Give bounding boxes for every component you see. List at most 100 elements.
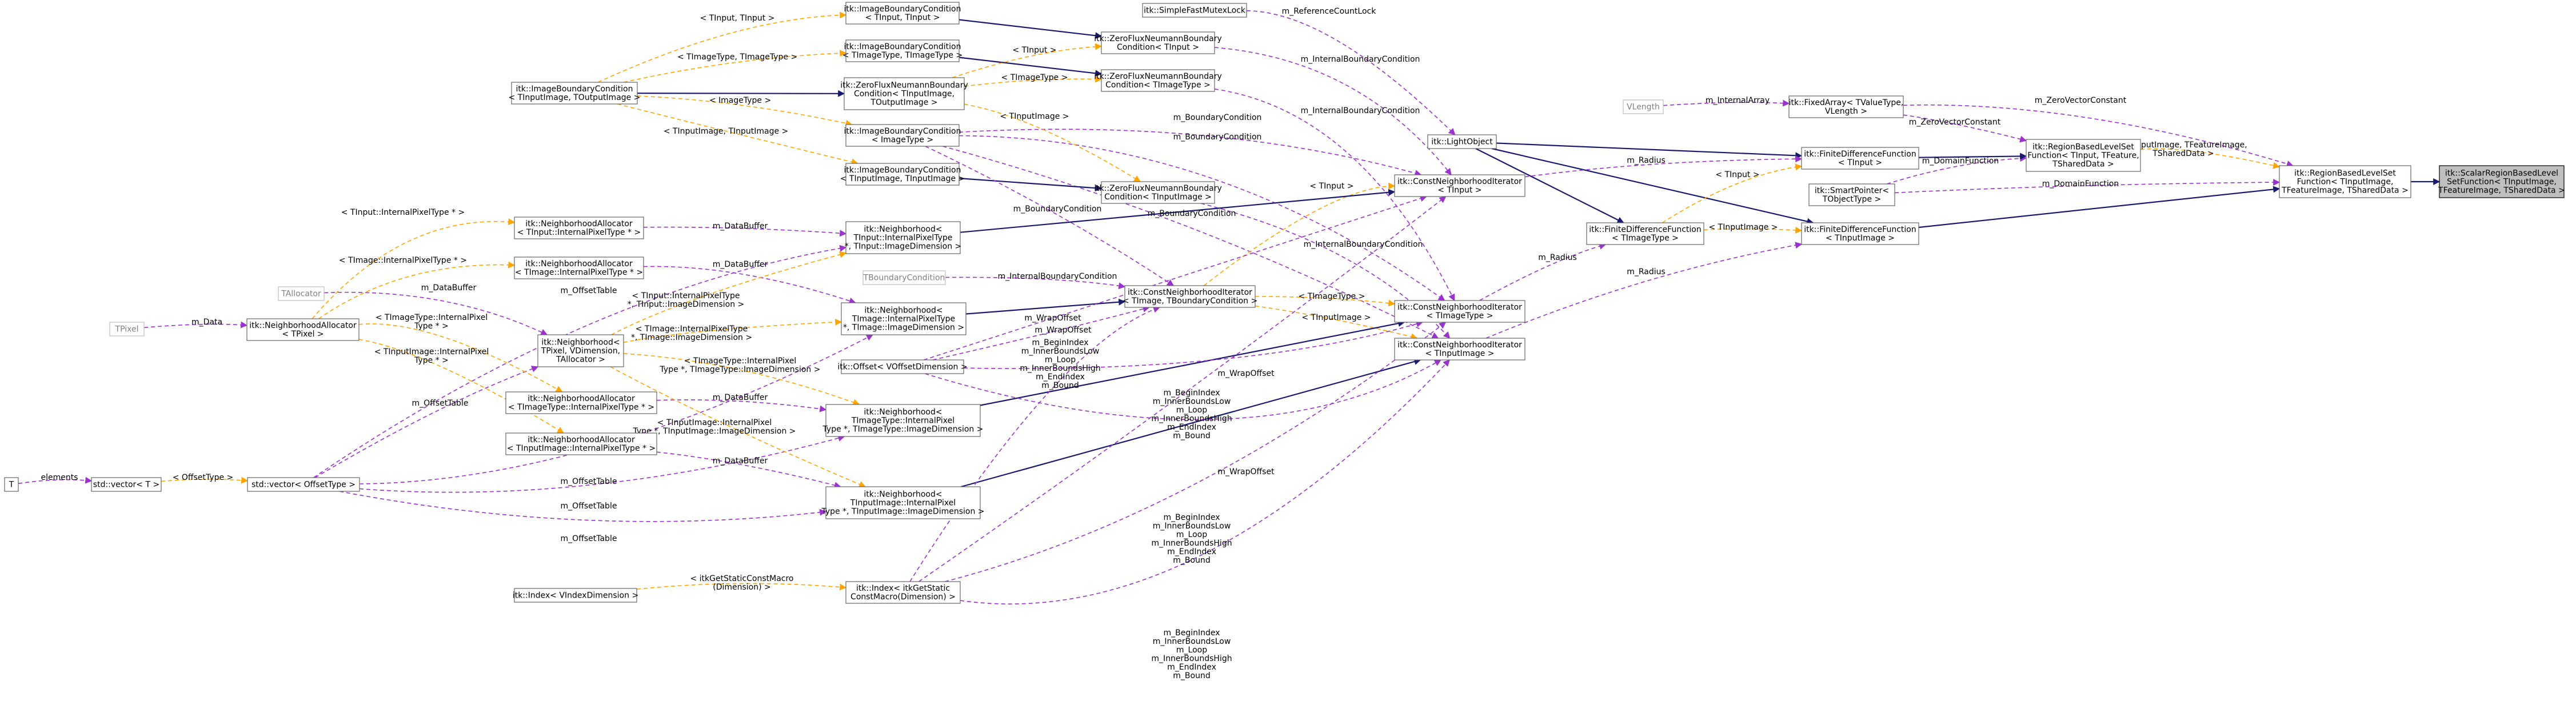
- class-node-box-mutex[interactable]: [1142, 3, 1247, 18]
- edge-inherit-nbh_img-to-cni_tpl: [965, 298, 1126, 315]
- class-node-ibc_tpl[interactable]: itk::ImageBoundaryCondition< TInputImage…: [509, 82, 641, 105]
- edge-member-ibc3-to-cni_img: [942, 146, 1439, 339]
- edge-label-vlength-to-fixedarray: m_InternalArray: [1706, 96, 1770, 105]
- class-node-box-ibc_tpl[interactable]: [511, 82, 638, 105]
- class-node-fdf_in[interactable]: itk::FiniteDifferenceFunction< TInput >: [1801, 147, 1919, 170]
- class-node-box-vlength[interactable]: [1623, 99, 1664, 114]
- class-node-box-ibc3[interactable]: [845, 124, 960, 147]
- class-node-box-fdf_in[interactable]: [1801, 147, 1919, 170]
- class-node-box-zfn1[interactable]: [1101, 31, 1215, 54]
- class-node-smartptr[interactable]: itk::SmartPointer<TObjectType >: [1808, 183, 1895, 206]
- class-node-box-t[interactable]: [4, 477, 19, 492]
- class-node-vec_t[interactable]: std::vector< T >: [91, 477, 162, 492]
- class-node-box-na_inimg[interactable]: [505, 432, 657, 455]
- class-node-box-vec_t[interactable]: [91, 477, 162, 492]
- class-node-box-offset[interactable]: [841, 359, 964, 374]
- class-node-ibc4[interactable]: itk::ImageBoundaryCondition< TInputImage…: [840, 163, 965, 186]
- class-node-box-ibc4[interactable]: [845, 163, 960, 186]
- edge-label-ibc_tpl-to-ibc4: < TInputImage, TInputImage >: [664, 127, 789, 136]
- class-node-offset[interactable]: itk::Offset< VOffsetDimension >: [837, 359, 968, 374]
- class-node-box-zfn_tpl[interactable]: [844, 77, 965, 110]
- class-node-box-tbc[interactable]: [862, 270, 946, 285]
- edge-label-ibc_tpl-to-ibc1: < TInput, TInput >: [700, 14, 775, 23]
- class-node-cni_tpl[interactable]: itk::ConstNeighborhoodIterator< TImage, …: [1123, 285, 1257, 308]
- class-node-ibc3[interactable]: itk::ImageBoundaryCondition< ImageType >: [844, 124, 961, 147]
- class-node-box-zfn2[interactable]: [1101, 69, 1215, 92]
- edge-member-vlength-to-fixedarray: [1663, 99, 1790, 107]
- class-node-box-ibc1[interactable]: [845, 2, 960, 25]
- class-node-cni_in[interactable]: itk::ConstNeighborhoodIterator< TInput >: [1394, 174, 1525, 197]
- class-node-box-na_type[interactable]: [505, 391, 657, 414]
- class-node-box-na_in[interactable]: [514, 217, 644, 239]
- class-node-box-fdf_img[interactable]: [1801, 222, 1919, 245]
- edge-template-ibc_tpl-to-ibc3: [637, 95, 853, 127]
- edge-label-mutex-to-lightobj: m_ReferenceCountLock: [1282, 7, 1377, 16]
- class-node-box-nbh_tpl[interactable]: [537, 334, 624, 367]
- class-node-box-nbh_type[interactable]: [825, 404, 981, 437]
- class-node-box-na_img[interactable]: [514, 257, 644, 279]
- class-node-index_tpl[interactable]: itk::Index< VIndexDimension >: [513, 588, 638, 603]
- class-node-ibc1[interactable]: itk::ImageBoundaryCondition< TInput, TIn…: [844, 2, 961, 25]
- class-node-box-cni_type[interactable]: [1394, 300, 1525, 323]
- class-node-box-lightobj[interactable]: [1427, 134, 1497, 149]
- class-node-na_inimg[interactable]: itk::NeighborhoodAllocator< TInputImage:…: [505, 432, 657, 455]
- class-node-box-index_get[interactable]: [845, 581, 961, 604]
- class-node-nbh_img[interactable]: itk::Neighborhood<TImage::InternalPixelT…: [841, 302, 967, 335]
- class-node-box-nbh_img[interactable]: [841, 302, 967, 335]
- edge-template-cni_tpl-to-cni_img: [1255, 305, 1418, 341]
- class-node-box-cni_in[interactable]: [1394, 174, 1525, 197]
- class-node-vlength[interactable]: VLength: [1623, 99, 1664, 114]
- class-node-fixedarray[interactable]: itk::FixedArray< TValueType,VLength >: [1788, 95, 1904, 118]
- class-node-nbh_inimg[interactable]: itk::Neighborhood<TInputImage::InternalP…: [821, 486, 985, 519]
- class-node-na_type[interactable]: itk::NeighborhoodAllocator< TImageType::…: [505, 391, 657, 414]
- class-node-box-nbh_in[interactable]: [845, 221, 961, 254]
- class-node-cni_type[interactable]: itk::ConstNeighborhoodIterator< TImageTy…: [1394, 300, 1525, 323]
- class-node-tpixel[interactable]: TPixel: [109, 322, 145, 337]
- class-node-t[interactable]: T: [4, 477, 19, 492]
- class-node-box-index_tpl[interactable]: [514, 588, 637, 603]
- class-node-box-rbls2[interactable]: [2026, 139, 2141, 172]
- class-node-box-fdf_tpl[interactable]: [1586, 222, 1704, 245]
- class-node-box-ibc2[interactable]: [845, 39, 960, 62]
- class-node-nbh_in[interactable]: itk::Neighborhood<TInput::InternalPixelT…: [845, 221, 962, 254]
- class-node-box-root[interactable]: [2439, 165, 2565, 198]
- class-node-box-zfn3[interactable]: [1101, 181, 1215, 204]
- class-node-box-vec_offset[interactable]: [247, 477, 360, 492]
- class-node-cni_img[interactable]: itk::ConstNeighborhoodIterator< TInputIm…: [1394, 338, 1525, 360]
- class-node-tbc[interactable]: TBoundaryCondition: [862, 270, 946, 285]
- class-node-box-nbh_inimg[interactable]: [825, 486, 981, 519]
- class-node-na_img[interactable]: itk::NeighborhoodAllocator< TImage::Inte…: [514, 257, 644, 279]
- class-node-na_in[interactable]: itk::NeighborhoodAllocator< TInput::Inte…: [514, 217, 644, 239]
- class-node-box-rbls[interactable]: [2279, 165, 2411, 198]
- class-node-fdf_tpl[interactable]: itk::FiniteDifferenceFunction< TImageTyp…: [1586, 222, 1704, 245]
- class-node-box-smartptr[interactable]: [1808, 183, 1895, 206]
- class-node-na_tpl[interactable]: itk::NeighborhoodAllocator< TPixel >: [246, 318, 360, 341]
- class-node-vec_offset[interactable]: std::vector< OffsetType >: [247, 477, 360, 492]
- class-node-ibc2[interactable]: itk::ImageBoundaryCondition< TImageType,…: [842, 39, 962, 62]
- class-node-box-tpixel[interactable]: [109, 322, 145, 337]
- class-node-nbh_tpl[interactable]: itk::Neighborhood<TPixel, VDimension,TAl…: [537, 334, 624, 367]
- class-node-lightobj[interactable]: itk::LightObject: [1427, 134, 1497, 149]
- class-node-box-tallocator[interactable]: [278, 286, 325, 301]
- class-node-mutex[interactable]: itk::SimpleFastMutexLock: [1142, 3, 1247, 18]
- class-node-box-fixedarray[interactable]: [1788, 95, 1904, 118]
- class-node-label-ibc_tpl: itk::ImageBoundaryCondition< TInputImage…: [509, 85, 641, 102]
- class-node-box-cni_img[interactable]: [1394, 338, 1525, 360]
- class-node-box-cni_tpl[interactable]: [1124, 285, 1256, 308]
- edges-layer: [18, 10, 2441, 604]
- class-node-fdf_img[interactable]: itk::FiniteDifferenceFunction< TInputIma…: [1801, 222, 1919, 245]
- class-node-nbh_type[interactable]: itk::Neighborhood<TImageType::InternalPi…: [822, 404, 984, 437]
- edge-template-vec_t-to-vec_offset: [161, 476, 249, 484]
- class-node-label-index_tpl: itk::Index< VIndexDimension >: [513, 591, 638, 600]
- class-node-tallocator[interactable]: TAllocator: [278, 286, 325, 301]
- class-node-box-na_tpl[interactable]: [246, 318, 360, 341]
